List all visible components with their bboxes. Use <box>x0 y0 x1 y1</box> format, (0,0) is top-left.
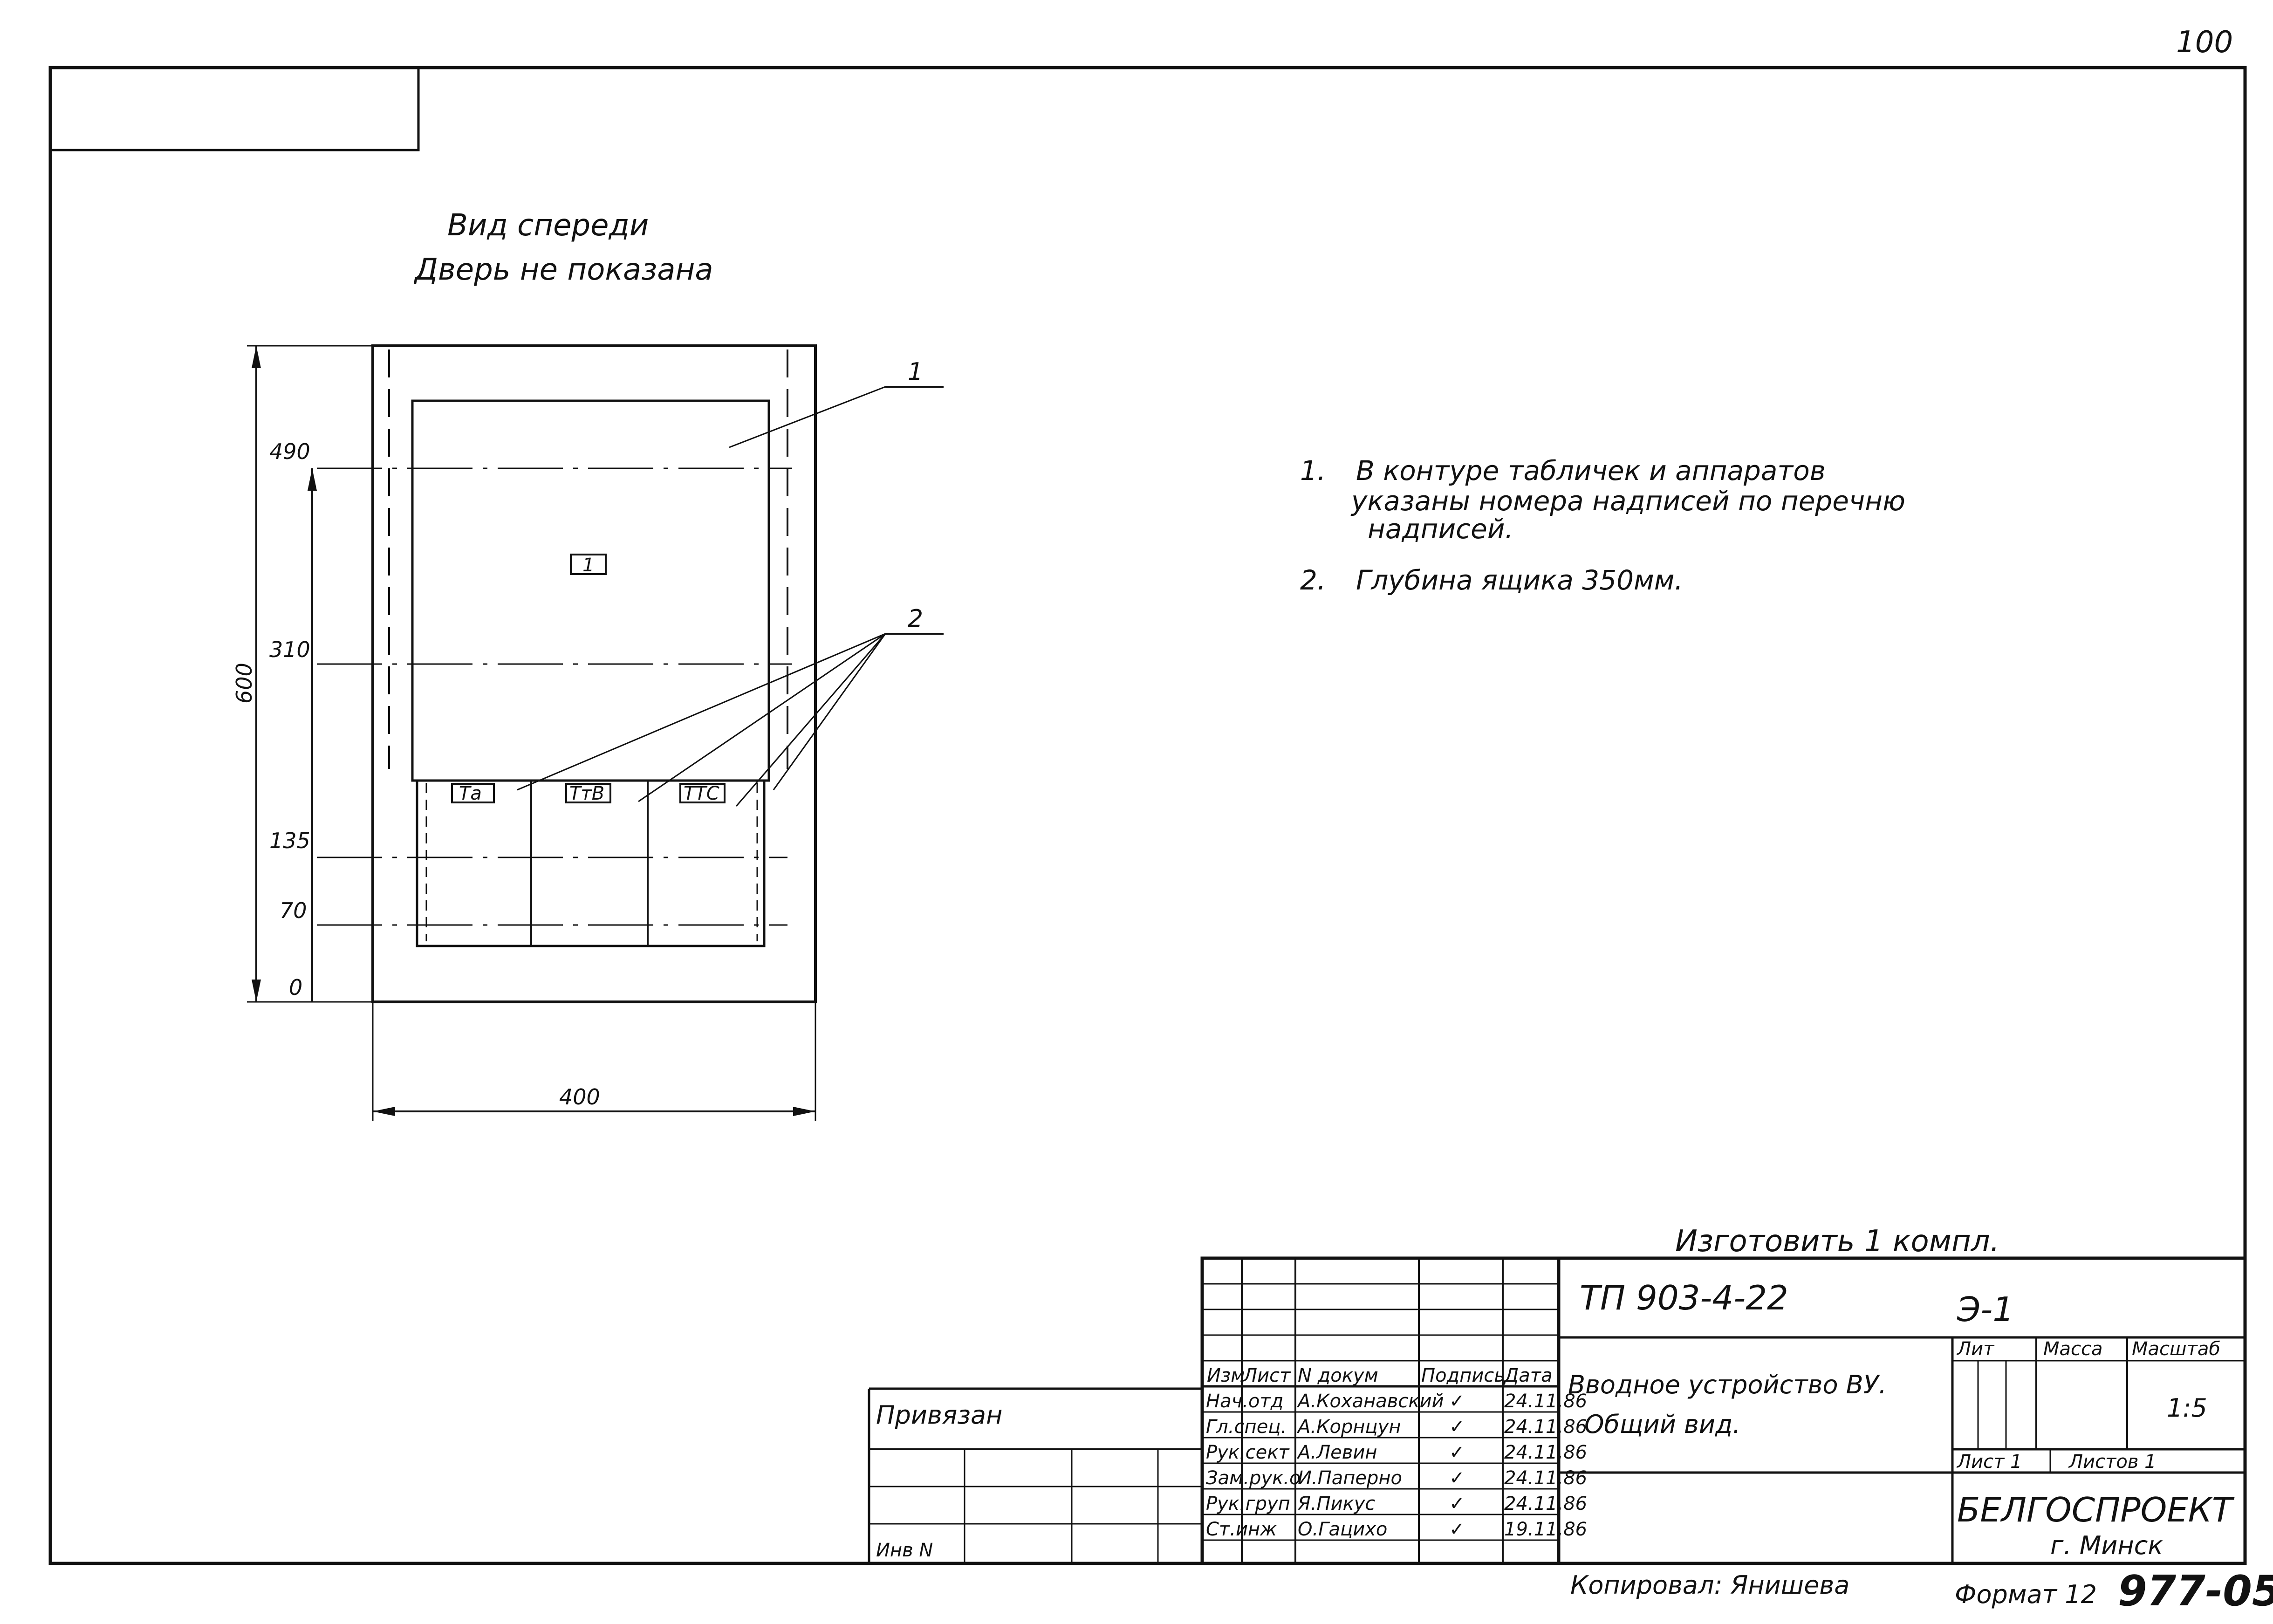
cabinet-front-view <box>247 344 944 1121</box>
sheet-code: Э-1 <box>1957 1290 2014 1329</box>
organization-city: г. Минск <box>2050 1531 2163 1560</box>
tb-rows: Нач.отд А.Коханавский ✓ 24.11.86 Гл.спец… <box>1206 1391 1587 1540</box>
dim-height-label: 600 <box>232 663 257 704</box>
terminal-label-box-1 <box>451 783 495 803</box>
project-code: ТП 903-4-22 <box>1580 1278 1788 1317</box>
tb-row-sign: ✓ <box>1449 1391 1465 1412</box>
terminal-label-1: Та <box>459 783 482 804</box>
cabinet-outline <box>371 344 817 1003</box>
view-subtitle: Дверь не показана <box>413 253 713 287</box>
tb-row-name: А.Коханавский <box>1296 1391 1444 1412</box>
level-label-70: 70 <box>280 898 307 923</box>
tb-row-sign: ✓ <box>1449 1416 1465 1438</box>
leader-2d <box>773 633 886 790</box>
tb-row-sign: ✓ <box>1449 1493 1465 1514</box>
terminal-compartment <box>416 779 766 947</box>
make-note: Изготовить 1 компл. <box>1675 1224 1999 1259</box>
tb-row-date: 24.11.86 <box>1504 1391 1587 1412</box>
leader-2c <box>735 633 886 807</box>
terminal-label-3: ТТС <box>684 783 719 804</box>
view-title: Вид спереди <box>447 208 649 243</box>
drawing-name-line-2: Общий вид. <box>1584 1410 1740 1439</box>
copied-by: Копировал: Янишева <box>1570 1570 1849 1600</box>
attachment-block <box>868 1387 1202 1563</box>
tb-row-sign: ✓ <box>1449 1519 1465 1540</box>
tb-row-role: Нач.отд <box>1206 1391 1283 1412</box>
note-1-line-3: надписей. <box>1368 513 1513 545</box>
note-1-line-2: указаны номера надписей по перечню <box>1350 485 1905 517</box>
tb-row-name: О.Гацихо <box>1298 1519 1387 1540</box>
leader-2b <box>638 633 886 802</box>
dimension-arrows <box>252 346 815 1116</box>
dim-width-label: 400 <box>559 1084 600 1110</box>
lit-label: Лит <box>1956 1338 1995 1360</box>
component-label-text: 1 <box>582 555 594 576</box>
note-2-num: 2. <box>1300 564 1326 596</box>
scale-label: Масштаб <box>2132 1338 2220 1360</box>
tb-row-role: Зам.рук.о <box>1206 1467 1301 1489</box>
tb-header-date: Дата <box>1503 1365 1553 1386</box>
tb-row-role: Рук.сект <box>1206 1442 1290 1463</box>
tb-header-list: Лист <box>1242 1365 1291 1386</box>
callout-2: 2 <box>908 605 923 633</box>
organization: БЕЛГОСПРОЕКТ <box>1957 1490 2235 1529</box>
note-1-num: 1. <box>1300 455 1326 487</box>
sheets-total: Листов 1 <box>2068 1451 2157 1473</box>
leader-2a <box>517 633 886 791</box>
drawing-name-line-1: Вводное устройство ВУ. <box>1568 1370 1887 1399</box>
tb-row-name: Я.Пикус <box>1297 1493 1375 1514</box>
tb-header-ndoc: N докум <box>1298 1365 1378 1386</box>
mass-label: Масса <box>2043 1338 2103 1360</box>
callout-1: 1 <box>908 358 923 386</box>
terminal-label-2: ТтВ <box>569 783 604 804</box>
document-number: 977-05 <box>2118 1567 2273 1616</box>
tb-row-name: А.Корнцун <box>1296 1416 1401 1438</box>
terminal-label-box-2 <box>565 783 611 803</box>
terminal-label-box-3 <box>679 783 726 803</box>
tb-row-role: Рук.груп <box>1206 1493 1290 1514</box>
tb-row-role: Ст.инж <box>1206 1519 1277 1540</box>
tb-row-name: А.Левин <box>1296 1442 1377 1463</box>
sheet-frame <box>48 66 2247 1565</box>
level-label-310: 310 <box>269 637 310 662</box>
title-block <box>1200 1256 2247 1565</box>
format-label: Формат 12 <box>1955 1580 2097 1609</box>
level-label-135: 135 <box>269 828 310 853</box>
note-1-line-1: В контуре табличек и аппаратов <box>1356 455 1826 487</box>
inv-label: Инв N <box>876 1540 933 1561</box>
tb-row-date: 24.11.86 <box>1504 1467 1587 1489</box>
tb-row-date: 24.11.86 <box>1504 1442 1587 1463</box>
tb-row-date: 24.11.86 <box>1504 1416 1587 1438</box>
page-number: 100 <box>2176 25 2233 60</box>
tb-row-role: Гл.спец. <box>1206 1416 1287 1438</box>
level-label-490: 490 <box>269 439 310 464</box>
scale-value: 1:5 <box>2167 1393 2207 1423</box>
tb-row-sign: ✓ <box>1449 1467 1465 1489</box>
tb-row-sign: ✓ <box>1449 1442 1465 1463</box>
tb-header-izm: Изм <box>1207 1365 1245 1386</box>
tb-header-sign: Подпись <box>1421 1365 1505 1386</box>
tb-row-date: 19.11.86 <box>1504 1519 1587 1540</box>
level-label-0: 0 <box>289 975 302 1000</box>
tb-row-date: 24.11.86 <box>1504 1493 1587 1514</box>
leader-1 <box>729 386 886 448</box>
mounting-panel <box>411 399 770 782</box>
note-2-line-1: Глубина ящика 350мм. <box>1356 564 1683 596</box>
notes: 1. В контуре табличек и аппаратов указан… <box>1300 455 1905 596</box>
tb-row-name: И.Паперно <box>1298 1467 1402 1489</box>
top-left-stamp-box <box>50 68 420 151</box>
privyazan-label: Привязан <box>876 1400 1002 1430</box>
sheet-number: Лист 1 <box>1956 1451 2022 1473</box>
component-label-box <box>570 554 607 575</box>
